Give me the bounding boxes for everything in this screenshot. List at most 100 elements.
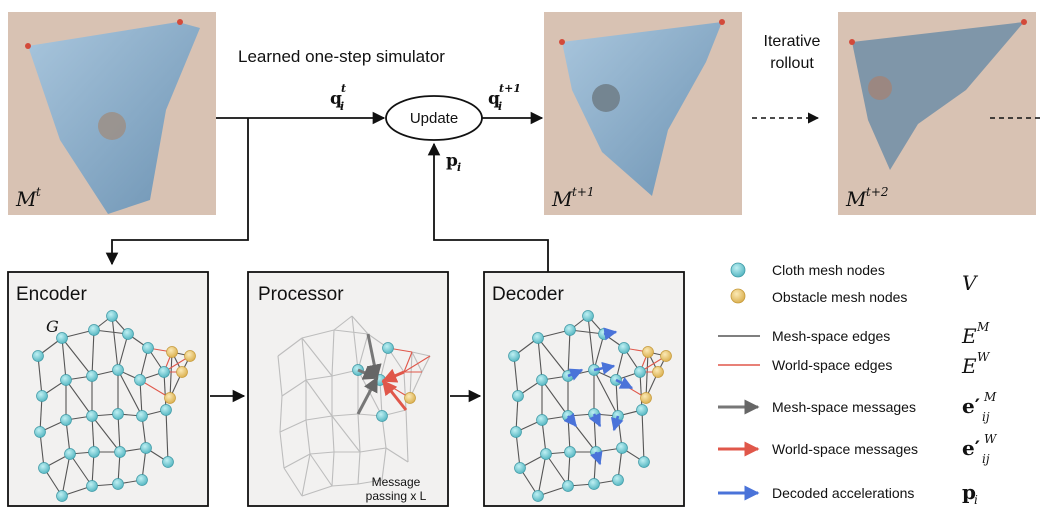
mesh-edge <box>65 379 93 417</box>
encoder-graph <box>32 310 196 502</box>
world-edge <box>403 355 431 373</box>
q-in-symbol: qit <box>330 82 346 113</box>
arrow-to-encoder <box>105 118 249 266</box>
processor-note-1: Message <box>372 475 421 489</box>
encoder-graph-label: G <box>46 317 59 336</box>
cloth-node <box>562 480 574 492</box>
cloth-node <box>510 426 522 438</box>
mesh-edge <box>305 375 333 381</box>
decoder-panel <box>483 271 685 507</box>
mesh-edge <box>331 415 335 453</box>
mesh-edge <box>61 337 93 377</box>
mesh-edge <box>385 447 409 463</box>
mesh-edge <box>301 453 311 497</box>
mesh-edge <box>357 451 361 485</box>
mesh-edge <box>639 371 643 411</box>
legend-symbol-em-msg: e′ijM <box>962 390 997 424</box>
obstacle-node <box>642 346 654 358</box>
cloth-node <box>512 390 524 402</box>
mesh-edge <box>331 415 361 453</box>
mesh-edge <box>279 431 285 469</box>
legend-label-world-edges: World-space edges <box>772 357 892 373</box>
obstacle-node <box>164 392 176 404</box>
cloth-node <box>136 410 148 422</box>
obstacle-node <box>166 346 178 358</box>
decoded-acceleration-arrow <box>603 327 618 341</box>
encoder-title: Encoder <box>16 284 87 305</box>
mesh-edge <box>139 379 143 417</box>
cloth-node <box>112 408 124 420</box>
mesh-edge <box>305 419 311 455</box>
simulator-title: Learned one-step simulator <box>238 47 445 66</box>
cloth-node <box>60 374 72 386</box>
cloth-node <box>514 462 526 474</box>
processor-title: Processor <box>258 284 344 305</box>
mesh-edge <box>277 337 303 357</box>
cloth-node <box>536 374 548 386</box>
mesh-edge <box>537 337 569 377</box>
cloth-node <box>112 478 124 490</box>
mesh-edge <box>537 453 547 497</box>
cloth-node <box>564 446 576 458</box>
cloth-node <box>382 342 394 354</box>
decoded-acceleration-arrow <box>615 376 634 390</box>
mesh-edge <box>309 453 333 487</box>
cloth-node <box>612 474 624 486</box>
frame-mt2 <box>838 12 1036 215</box>
mesh-edge <box>301 329 335 339</box>
mesh-edge <box>281 379 307 397</box>
mesh-edge <box>357 333 369 371</box>
obstacle-node <box>660 350 672 362</box>
mesh-edge <box>405 409 409 463</box>
obstacle-edge <box>411 351 423 373</box>
iterative-label: Iterative <box>764 33 821 50</box>
mesh-edge <box>615 379 619 417</box>
mesh-edge <box>333 315 353 331</box>
mesh-edge <box>331 413 359 417</box>
obstacle-node <box>640 392 652 404</box>
mesh-edge <box>279 395 283 433</box>
legend-symbol-v: V <box>962 271 979 295</box>
cloth-node <box>158 366 170 378</box>
decoded-acceleration-arrow <box>593 361 616 375</box>
legend-obstacle-node-icon <box>730 288 746 304</box>
cloth-node <box>564 324 576 336</box>
cloth-node <box>136 474 148 486</box>
mesh-edge <box>331 483 359 487</box>
obstacle-node <box>652 366 664 378</box>
mesh-edge <box>381 447 387 481</box>
cloth-node <box>88 446 100 458</box>
cloth-node <box>86 370 98 382</box>
mesh-edge <box>301 337 333 377</box>
obstacle-node <box>404 392 416 404</box>
obstacle-edge <box>409 351 413 399</box>
legend-symbol-em: EM <box>961 320 990 348</box>
mesh-edge <box>537 337 543 381</box>
frame-label-mt2: Mt+2 <box>845 185 889 211</box>
obstacle-node <box>176 366 188 378</box>
mesh-edge <box>513 355 519 397</box>
mesh-message-arrow <box>356 376 379 415</box>
mesh-edge <box>593 333 605 371</box>
frame-mt <box>8 12 216 215</box>
cloth-node <box>140 442 152 454</box>
mesh-edge <box>39 395 43 433</box>
mesh-edge <box>39 431 45 469</box>
mesh-edge <box>331 451 335 487</box>
mesh-edge <box>357 413 361 453</box>
mesh-edge <box>545 453 569 487</box>
mesh-edge <box>541 379 569 417</box>
cloth-node <box>634 366 646 378</box>
legend-label-mesh-edges: Mesh-space edges <box>772 328 890 344</box>
cloth-node <box>588 478 600 490</box>
mesh-edge <box>61 453 71 497</box>
q-out-symbol: qit+1 <box>488 82 521 113</box>
mesh-edge <box>117 413 121 453</box>
cloth-node <box>134 374 146 386</box>
cloth-node <box>106 310 118 322</box>
cloth-node <box>532 332 544 344</box>
mesh-edge <box>301 337 307 381</box>
cloth-node <box>618 342 630 354</box>
